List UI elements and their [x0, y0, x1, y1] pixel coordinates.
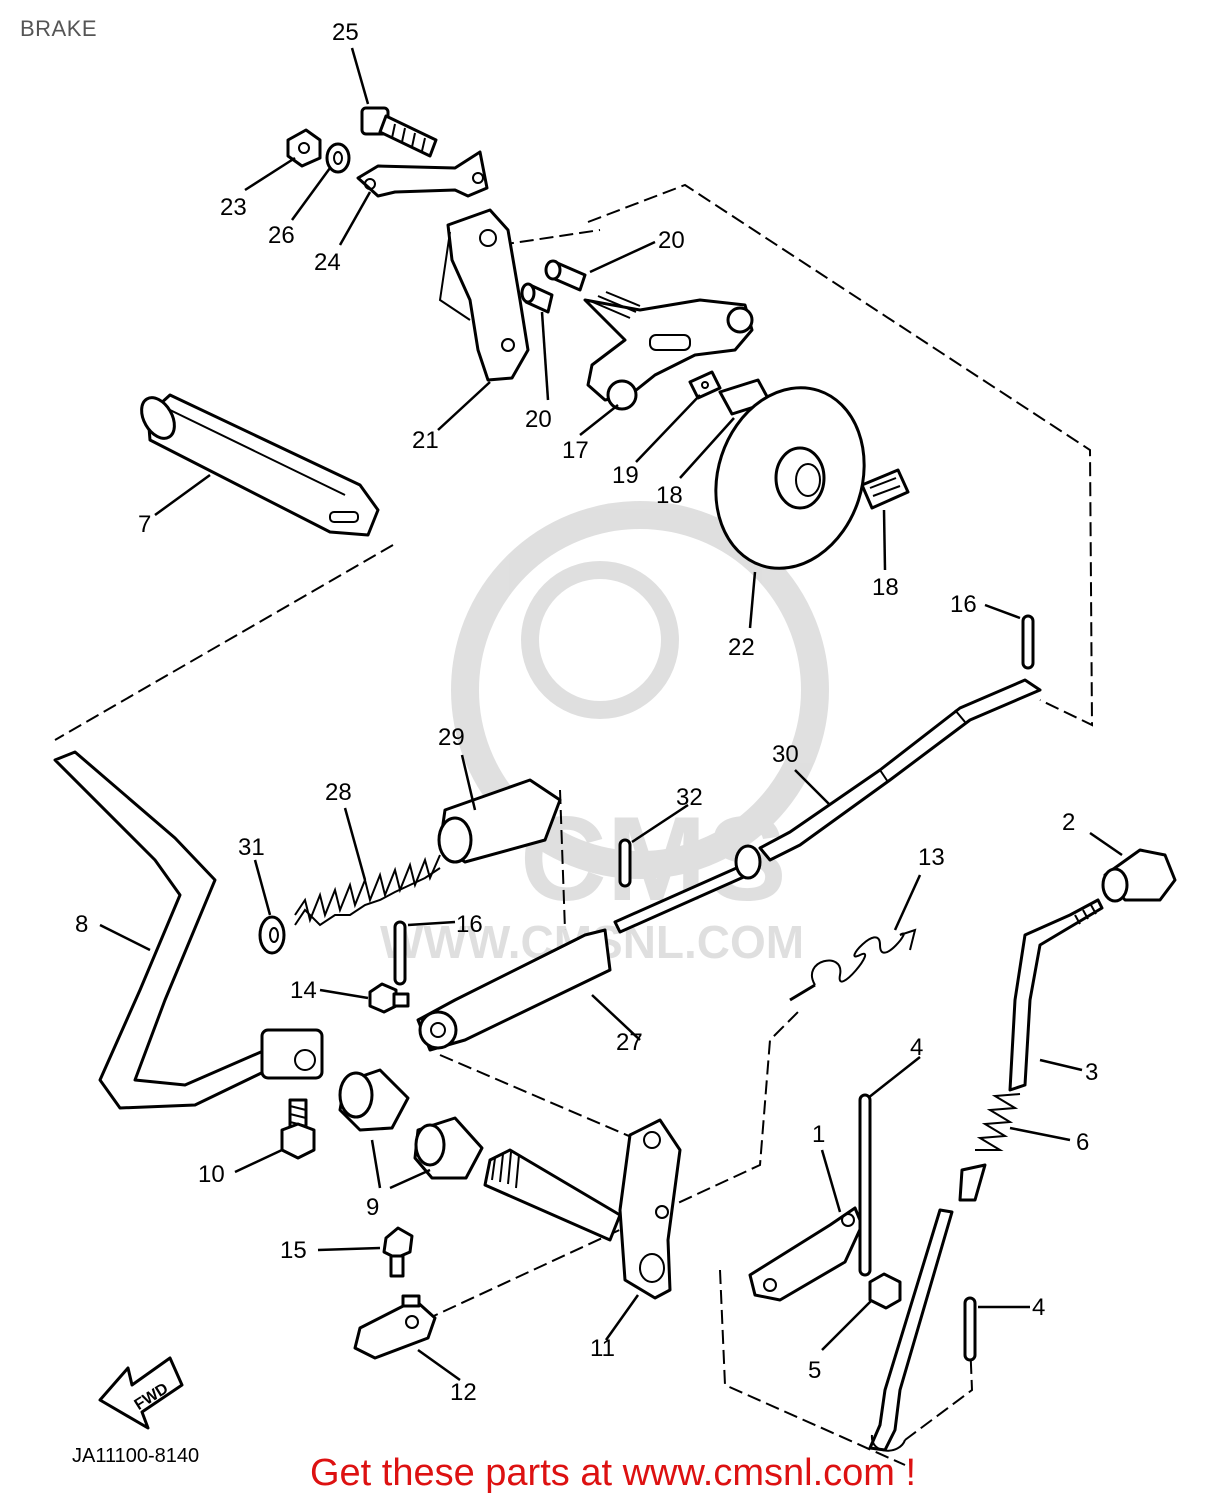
- part-17-caliper-bracket: [583, 291, 754, 411]
- part-10-bolt: [280, 1098, 316, 1160]
- part-4-pin-lower: [963, 1296, 977, 1362]
- callout-16-lower: 16: [456, 911, 483, 938]
- callout-31: 31: [238, 834, 265, 861]
- part-3-rod: [1008, 898, 1104, 1092]
- part-9-bushing-b: [413, 1116, 484, 1180]
- callout-23: 23: [220, 194, 247, 221]
- part-25-bolt: [360, 106, 438, 158]
- part-14-bolt: [368, 982, 410, 1014]
- callout-7: 7: [138, 511, 151, 538]
- callout-14: 14: [290, 977, 317, 1004]
- part-3-lower-rod: [868, 1208, 954, 1452]
- callout-18-b: 18: [872, 574, 899, 601]
- part-16-pin-upper: [1021, 614, 1035, 670]
- callout-24: 24: [314, 249, 341, 276]
- part-30-rod: [613, 678, 1042, 934]
- callout-1: 1: [812, 1121, 825, 1148]
- part-28-spring: [294, 854, 441, 927]
- part-18-pad-b: [860, 468, 910, 510]
- part-31-washer: [258, 915, 286, 955]
- part-29-sleeve: [437, 778, 562, 864]
- callout-labels: 25 23 26 24 20 20 21 17 19 18 22 18 16 7…: [75, 19, 1098, 1406]
- callout-25: 25: [332, 19, 359, 46]
- part-24-bracket: [356, 150, 489, 198]
- callout-18-a: 18: [656, 482, 683, 509]
- fwd-direction-arrow: FWD: [98, 1356, 184, 1430]
- part-32-pin: [618, 838, 632, 888]
- callout-6: 6: [1076, 1129, 1089, 1156]
- part-27-arm: [416, 928, 612, 1052]
- part-2-knob: [1101, 848, 1177, 903]
- callout-20-lower: 20: [525, 406, 552, 433]
- callout-10: 10: [198, 1161, 225, 1188]
- footer-promo-link[interactable]: Get these parts at www.cmsnl.com !: [309, 1452, 917, 1494]
- part-11-shaft-lever: [483, 1118, 682, 1300]
- callout-15: 15: [280, 1237, 307, 1264]
- part-20-pin-upper: [544, 259, 587, 292]
- part-5-bolt: [868, 1272, 902, 1310]
- callout-32: 32: [676, 784, 703, 811]
- callout-17: 17: [562, 437, 589, 464]
- callout-26: 26: [268, 222, 295, 249]
- callout-4-lower: 4: [1032, 1294, 1045, 1321]
- part-9-bushing-a: [338, 1068, 410, 1132]
- callout-4-upper: 4: [910, 1034, 923, 1061]
- reference-lines: [54, 183, 1094, 1466]
- callout-29: 29: [438, 724, 465, 751]
- part-7-grip: [140, 393, 380, 537]
- callout-16-upper: 16: [950, 591, 977, 618]
- part-12-bracket: [353, 1294, 437, 1360]
- callout-21: 21: [412, 427, 439, 454]
- part-20-pin-lower: [520, 282, 554, 314]
- part-26-washer: [325, 142, 351, 174]
- callout-28: 28: [325, 779, 352, 806]
- callout-3: 3: [1085, 1059, 1098, 1086]
- callout-8: 8: [75, 911, 88, 938]
- callout-19: 19: [612, 462, 639, 489]
- callout-27: 27: [616, 1029, 643, 1056]
- callout-12: 12: [450, 1379, 477, 1406]
- page-title: BRAKE: [20, 16, 98, 41]
- part-8-pedal-arm: [53, 750, 324, 1110]
- callout-9: 9: [366, 1194, 379, 1221]
- callout-2: 2: [1062, 809, 1075, 836]
- part-21-lever-arm: [438, 208, 530, 382]
- part-1-lever: [748, 1206, 864, 1302]
- part-22-brake-disc: [714, 386, 866, 570]
- leader-lines: [99, 47, 1123, 1382]
- callout-5: 5: [808, 1357, 821, 1384]
- part-23-nut: [286, 128, 322, 168]
- callout-13: 13: [918, 844, 945, 871]
- part-4-pin-upper: [858, 1093, 872, 1277]
- callout-20-upper: 20: [658, 227, 685, 254]
- part-19-shim: [688, 370, 722, 400]
- part-16-pin-lower: [393, 920, 407, 986]
- drawing-code: JA11100-8140: [72, 1445, 199, 1467]
- part-6-spring: [958, 1093, 1021, 1202]
- callout-30: 30: [772, 741, 799, 768]
- callout-22: 22: [728, 634, 755, 661]
- part-15-bolt: [382, 1226, 414, 1278]
- callout-11: 11: [590, 1335, 615, 1362]
- part-13-spring: [789, 928, 917, 1002]
